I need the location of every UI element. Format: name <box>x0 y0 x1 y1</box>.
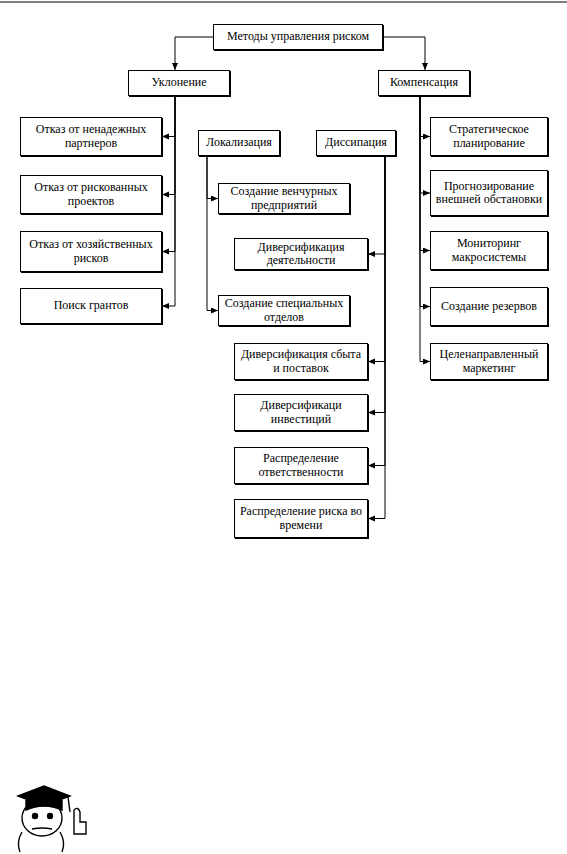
method-box: Прогнозирование внешней обстановки <box>430 170 548 216</box>
method-box: Методы управления риском <box>213 24 383 50</box>
box-text-group: Создание специальных отделов <box>222 297 346 324</box>
connector-arrow <box>383 37 425 70</box>
method-box: Диверсификаци инвестиций <box>234 394 368 431</box>
box-text-group: Методы управления риском <box>227 30 369 43</box>
box-text-group: Стратегическое планирование <box>434 123 544 150</box>
box-label: Отказ от рискованных проектов <box>24 181 158 208</box>
box-label: Отказ от хозяйственных рисков <box>24 238 158 265</box>
connector-arrow <box>162 96 175 137</box>
connector-arrow <box>420 96 430 193</box>
box-label: Создание специальных отделов <box>222 297 346 324</box>
box-label: Уклонение <box>151 76 206 89</box>
box-text-group: Распределение ответственности <box>238 452 364 479</box>
box-text-group: Диссипация <box>325 136 387 149</box>
method-box: Уклонение <box>128 70 230 96</box>
method-box: Диверсификация деятельности <box>234 238 368 270</box>
connector-arrow <box>207 156 218 199</box>
method-box: Создание венчурных предприятий <box>218 183 350 214</box>
box-label: Создание резервов <box>441 300 537 313</box>
box-text-group: Отказ от хозяйственных рисков <box>24 238 158 265</box>
box-label: Диверсификация сбыта и поставок <box>238 348 364 375</box>
method-box: Отказ от хозяйственных рисков <box>20 231 162 272</box>
connector-arrow <box>368 156 385 362</box>
connector-arrow <box>368 156 385 519</box>
box-text-group: Мониторинг макросистемы <box>434 237 544 264</box>
box-text-group: Диверсификаци инвестиций <box>238 399 364 426</box>
connector-arrow <box>420 96 430 307</box>
connector-arrow <box>368 156 385 466</box>
box-label: Создание венчурных предприятий <box>222 185 346 212</box>
box-text-group: Диверсификация сбыта и поставок <box>238 348 364 375</box>
box-text-group: Компенсация <box>390 76 458 89</box>
box-text-group: Локализация <box>206 136 272 149</box>
connector-arrow <box>162 96 175 306</box>
box-label: Отказ от ненадежных партнеров <box>24 123 158 150</box>
box-label: Компенсация <box>390 76 458 89</box>
box-label: Прогнозирование внешней обстановки <box>434 180 544 207</box>
box-text-group: Уклонение <box>151 76 206 89</box>
box-text-group: Целенаправленный маркетинг <box>434 348 544 375</box>
connector-arrow <box>162 96 175 195</box>
box-label: Поиск грантов <box>54 299 129 312</box>
box-label: Диверсификаци инвестиций <box>238 399 364 426</box>
method-box: Поиск грантов <box>20 288 162 324</box>
connector-arrow <box>162 96 175 252</box>
box-label: Стратегическое планирование <box>434 123 544 150</box>
connector-arrow <box>420 96 430 137</box>
box-text-group: Прогнозирование внешней обстановки <box>434 180 544 207</box>
method-box: Целенаправленный маркетинг <box>430 343 548 380</box>
box-label: Распределение ответственности <box>238 452 364 479</box>
method-box: Локализация <box>198 130 280 156</box>
method-box: Распределение риска во времени <box>234 499 368 538</box>
method-box: Создание резервов <box>430 287 548 326</box>
box-label: Распределение риска во времени <box>238 505 364 532</box>
box-text-group: Создание венчурных предприятий <box>222 185 346 212</box>
box-label: Методы управления риском <box>227 30 369 43</box>
box-label: Мониторинг макросистемы <box>434 237 544 264</box>
method-box: Распределение ответственности <box>234 447 368 484</box>
student-icon <box>18 786 86 852</box>
connector-arrow <box>368 156 385 413</box>
method-box: Создание специальных отделов <box>218 295 350 326</box>
box-text-group: Поиск грантов <box>54 299 129 312</box>
box-label: Диссипация <box>325 136 387 149</box>
box-text-group: Отказ от ненадежных партнеров <box>24 123 158 150</box>
method-box: Отказ от рискованных проектов <box>20 175 162 214</box>
method-box: Диссипация <box>316 130 396 156</box>
method-box: Стратегическое планирование <box>430 117 548 156</box>
method-box: Компенсация <box>378 70 470 96</box>
connector-arrow <box>420 96 430 362</box>
header-rule <box>0 2 567 3</box>
connector-arrow <box>420 96 430 251</box>
connector-arrow <box>368 156 385 254</box>
connector-arrow <box>175 37 213 70</box>
method-box: Мониторинг макросистемы <box>430 231 548 270</box>
method-box: Отказ от ненадежных партнеров <box>20 117 162 156</box>
method-box: Диверсификация сбыта и поставок <box>234 343 368 380</box>
box-text-group: Отказ от рискованных проектов <box>24 181 158 208</box>
box-text-group: Создание резервов <box>441 300 537 313</box>
connector-arrow <box>207 156 218 311</box>
box-text-group: Распределение риска во времени <box>238 505 364 532</box>
box-label: Целенаправленный маркетинг <box>434 348 544 375</box>
box-label: Диверсификация деятельности <box>238 241 364 268</box>
box-label: Локализация <box>206 136 272 149</box>
box-text-group: Диверсификация деятельности <box>238 241 364 268</box>
